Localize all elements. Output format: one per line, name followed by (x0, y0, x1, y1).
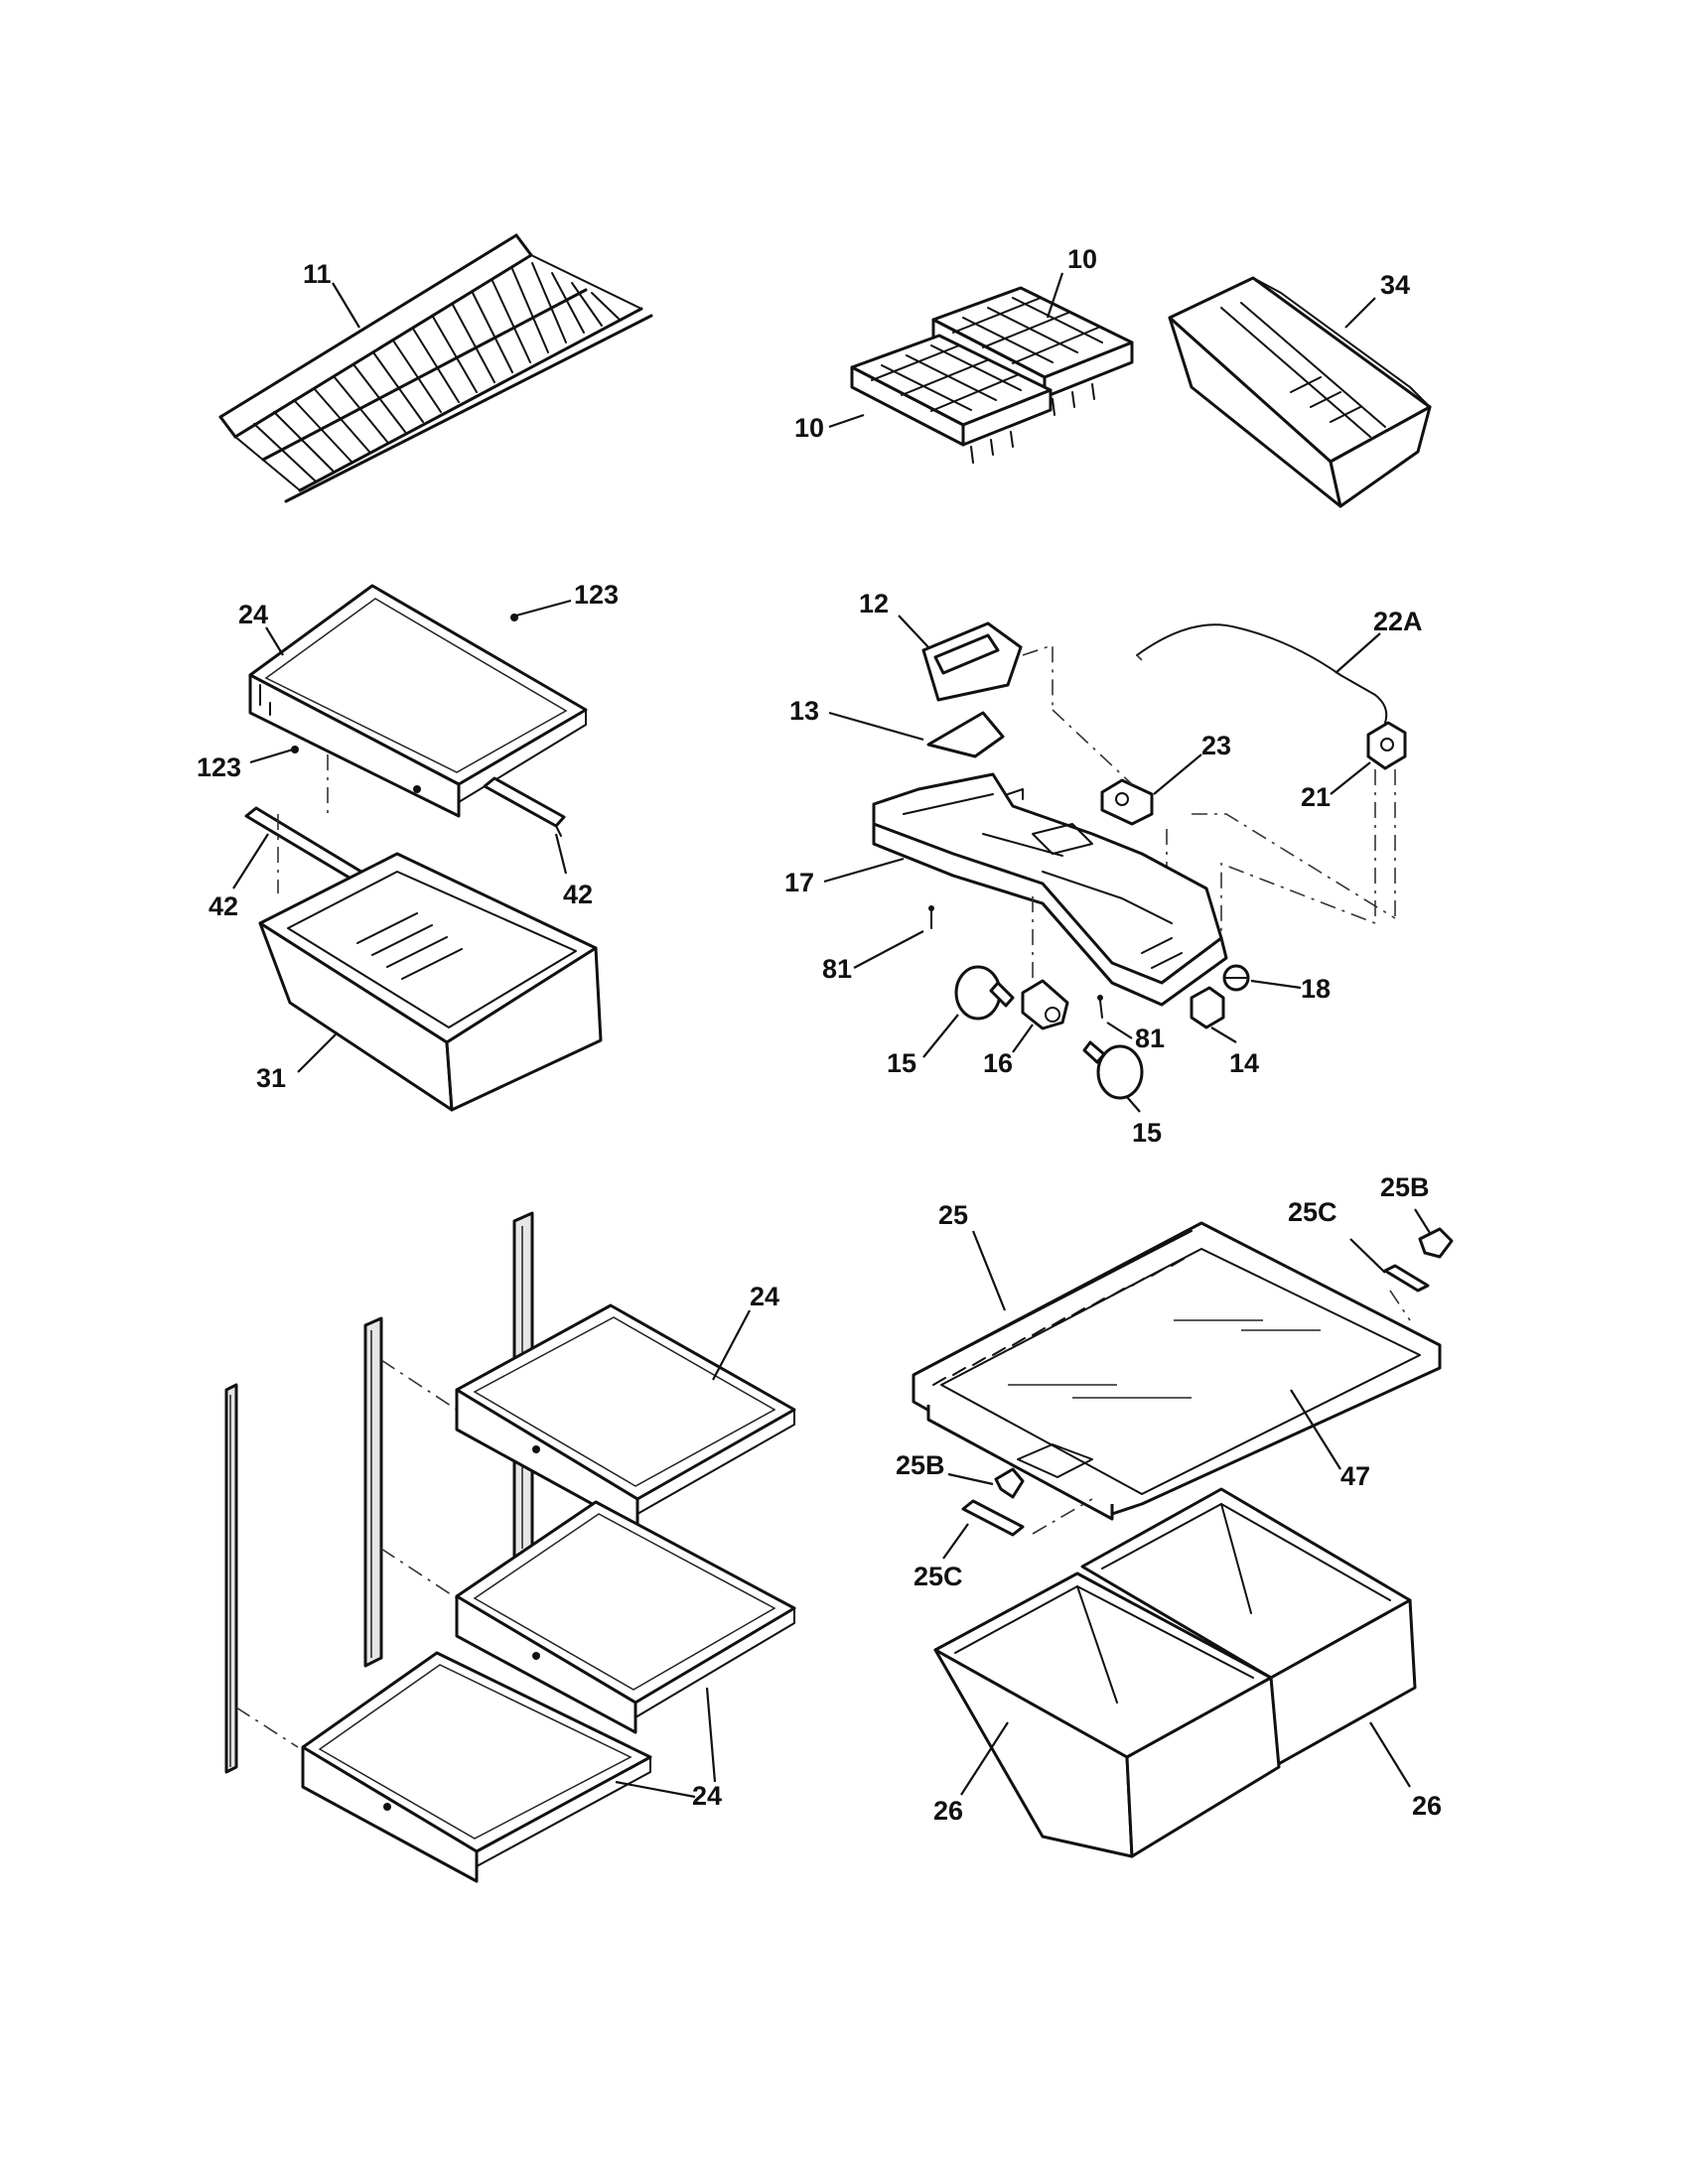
label-diffuser: 13 (789, 696, 819, 726)
label-screw-81-right: 81 (1135, 1024, 1165, 1053)
label-screw-81-left: 81 (822, 954, 852, 984)
label-shelf-24-bc: 24 (692, 1781, 722, 1811)
shelf-24-a-part (455, 1303, 796, 1531)
slide-25c-right-part (1383, 1264, 1430, 1293)
light-housing-part (872, 772, 1228, 1007)
screw-81-left-part (928, 905, 934, 929)
slide-25c-left-part (961, 1499, 1025, 1537)
harness-part (1136, 623, 1388, 724)
label-socket: 16 (983, 1048, 1013, 1078)
shelf-24-b-part (455, 1500, 796, 1734)
glass-shelf-top-part (248, 584, 588, 818)
label-slide-25c-left: 25C (914, 1562, 963, 1591)
bulb-right-part (1082, 1040, 1144, 1100)
label-shelf-24-a: 24 (750, 1282, 779, 1311)
label-glass-shelf-top: 24 (238, 600, 268, 629)
label-clip-25b-left: 25B (896, 1450, 945, 1480)
label-bracket-left: 42 (209, 891, 238, 921)
thermostat-part (1100, 778, 1154, 826)
label-crisper-right: 26 (1412, 1791, 1442, 1821)
switch-14-part (1190, 986, 1225, 1029)
label-ice-tray-upper: 10 (1067, 244, 1097, 274)
knob-part (1222, 964, 1250, 992)
label-control-switch: 21 (1301, 782, 1331, 812)
screw-81-right-part (1097, 995, 1103, 1019)
label-crisper-left: 26 (933, 1796, 963, 1826)
label-harness: 22A (1373, 607, 1423, 636)
bin-top-right-part (1168, 276, 1432, 508)
clip-25b-right-part (1418, 1227, 1454, 1259)
crisper-right-part (1080, 1487, 1417, 1769)
label-ice-tray-lower: 10 (794, 413, 824, 443)
label-light-shield: 12 (859, 589, 889, 618)
label-meat-pan: 31 (256, 1063, 286, 1093)
socket-part (1021, 979, 1069, 1030)
label-crisper-cover: 25 (938, 1200, 968, 1230)
diffuser-part (926, 711, 1005, 758)
meat-pan-part (258, 852, 603, 1112)
label-knob: 18 (1301, 974, 1331, 1004)
label-bulb-left: 15 (887, 1048, 916, 1078)
crisper-cover-part (912, 1221, 1442, 1521)
ice-tray-lower-part (850, 334, 1053, 464)
label-switch-14: 14 (1229, 1048, 1259, 1078)
label-screw-left: 123 (197, 752, 241, 782)
bulb-left-part (954, 965, 1015, 1021)
label-screw-top: 123 (574, 580, 619, 610)
label-clip-25b-right: 25B (1380, 1172, 1430, 1202)
clip-25b-left-part (994, 1467, 1025, 1499)
light-shield-part (921, 621, 1023, 702)
label-cover-glass: 47 (1340, 1461, 1370, 1491)
control-switch-part (1366, 721, 1407, 770)
label-thermostat: 23 (1201, 731, 1231, 760)
crisper-left-part (933, 1571, 1281, 1858)
label-bin-top-right: 34 (1380, 270, 1410, 300)
label-light-housing: 17 (784, 868, 814, 897)
bracket-right-part (483, 776, 566, 837)
label-slide-25c-right: 25C (1288, 1197, 1337, 1227)
shelf-24-c-part (301, 1651, 652, 1883)
label-bracket-right: 42 (563, 880, 593, 909)
label-bulb-right: 15 (1132, 1118, 1162, 1148)
wire-shelf-part (218, 233, 653, 503)
label-wire-shelf: 11 (303, 259, 332, 289)
